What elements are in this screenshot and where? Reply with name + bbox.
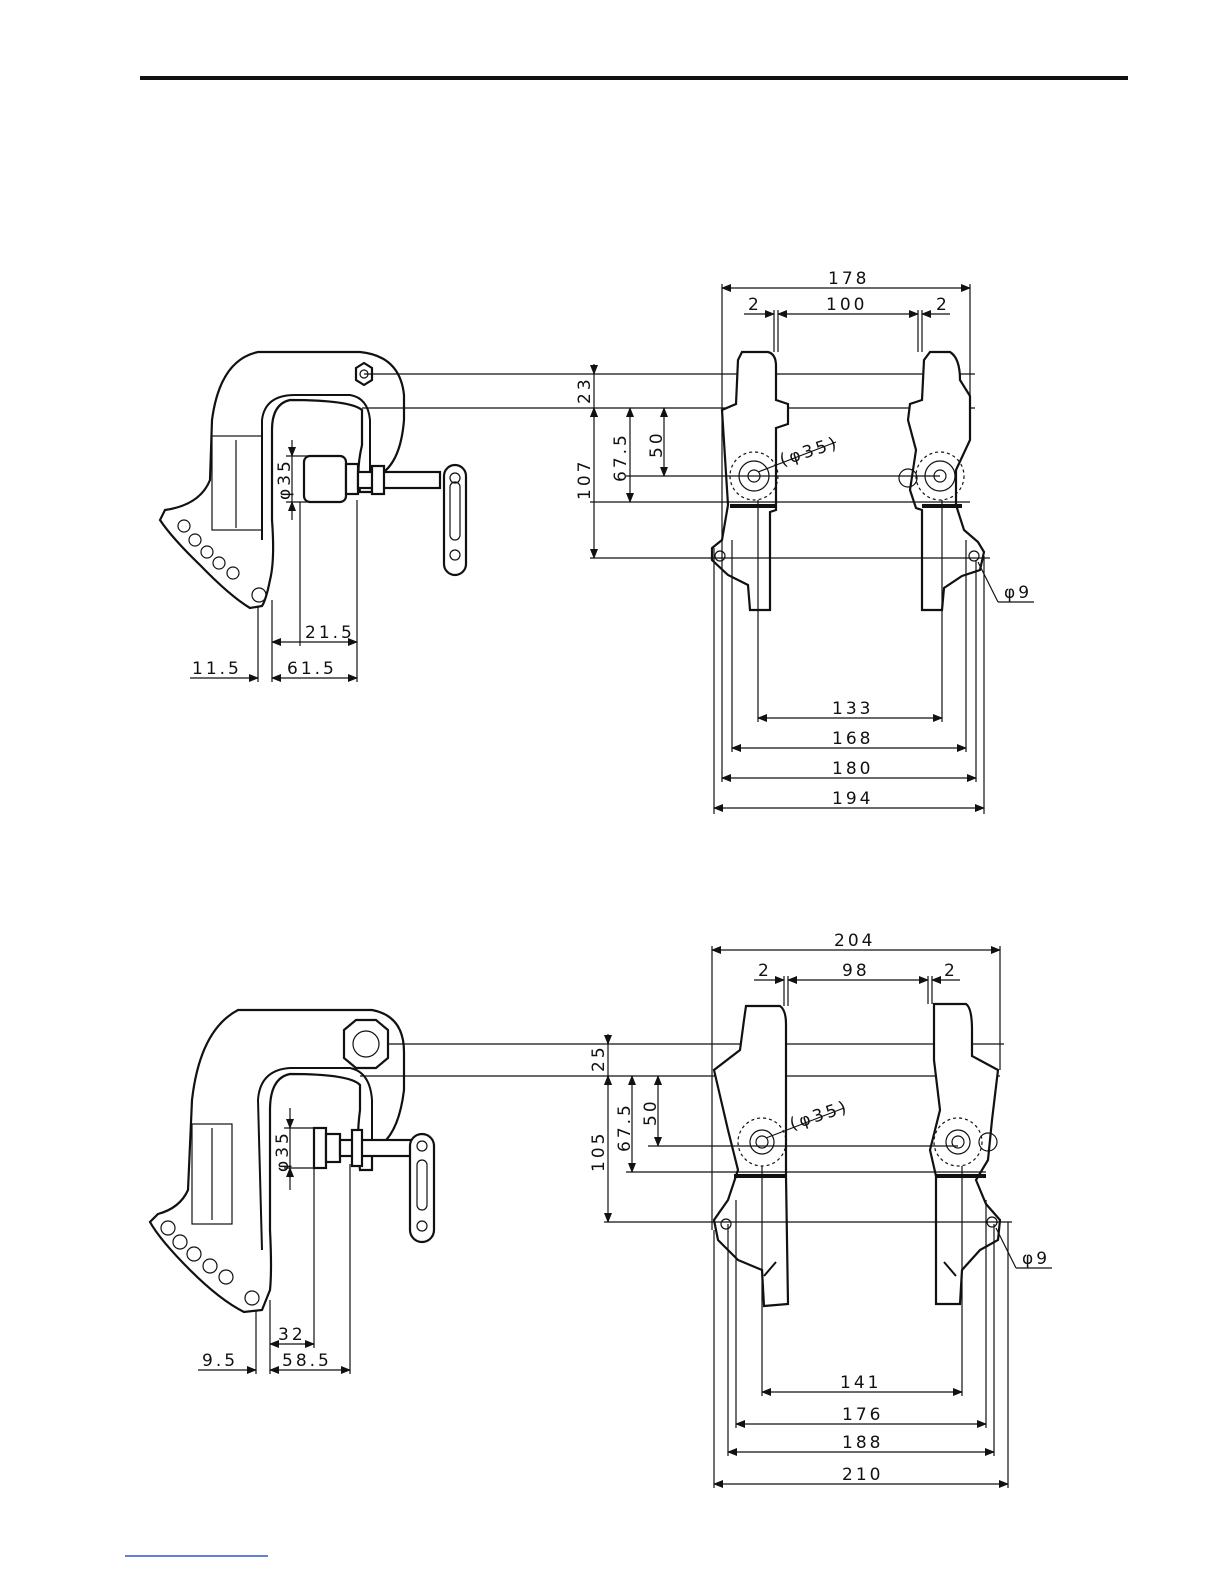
top-front-dim-2a: 2 [748, 295, 762, 315]
bottom-front-right-arm [930, 1004, 1000, 1304]
top-side-dim-21-5: 21.5 [305, 623, 355, 643]
top-front-dim-23: 23 [575, 376, 595, 404]
bottom-nut [344, 1020, 388, 1068]
bottom-front-dim-210: 210 [842, 1465, 883, 1485]
bottom-front-dim-188: 188 [842, 1433, 883, 1453]
bottom-lever-handle [410, 1134, 434, 1242]
top-front-dim-100: 100 [826, 295, 867, 315]
bottom-front-view: 204 2 98 2 25 105 67.5 50 (φ35) φ9 [589, 931, 1052, 1488]
top-front-dim-50: 50 [647, 430, 667, 458]
top-front-dim-194: 194 [832, 789, 873, 809]
top-front-right-arm [908, 352, 984, 610]
top-front-dim-2b: 2 [936, 295, 950, 315]
top-front-dim-67-5: 67.5 [611, 432, 631, 482]
bottom-front-dim-98: 98 [842, 961, 870, 981]
bottom-front-dim-2b: 2 [944, 961, 958, 981]
bottom-side-dim-9-5: 9.5 [202, 1351, 238, 1371]
bottom-front-dim-50: 50 [641, 1098, 661, 1126]
bottom-front-dim-25: 25 [589, 1044, 609, 1072]
top-front-dim-phi35-paren: (φ35) [777, 433, 841, 471]
top-front-dim-133: 133 [832, 699, 873, 719]
bottom-front-dim-67-5: 67.5 [615, 1102, 635, 1152]
top-side-dim-61-5: 61.5 [287, 659, 337, 679]
top-side-dim-phi35: φ35 [275, 458, 295, 500]
top-electrode [304, 456, 346, 502]
top-side-dim-11-5: 11.5 [192, 659, 242, 679]
bottom-front-left-arm [714, 1006, 788, 1306]
top-side-view: φ35 21.5 11.5 61.5 [160, 352, 466, 682]
bottom-front-dim-141: 141 [840, 1373, 881, 1393]
bottom-front-dim-176: 176 [842, 1405, 883, 1425]
bottom-front-dim-105: 105 [589, 1131, 609, 1172]
bottom-side-dim-58-5: 58.5 [282, 1351, 332, 1371]
bottom-side-dim-phi35: φ35 [273, 1130, 293, 1172]
bottom-front-dim-204: 204 [834, 931, 875, 951]
bottom-front-dim-phi35-paren: (φ35) [787, 1097, 851, 1135]
top-front-dim-168: 168 [832, 729, 873, 749]
bottom-side-view: φ35 32 9.5 58.5 [150, 1010, 434, 1374]
top-front-dim-178: 178 [828, 269, 869, 289]
top-front-dim-180: 180 [832, 759, 873, 779]
top-front-view: 178 2 100 2 23 107 67.5 50 (φ35) φ9 [575, 269, 1034, 814]
top-front-dim-107: 107 [575, 459, 595, 500]
bottom-front-dim-phi9: φ9 [1022, 1249, 1050, 1269]
bottom-front-dim-2a: 2 [758, 961, 772, 981]
bottom-electrode [314, 1128, 326, 1168]
top-front-dim-phi9: φ9 [1004, 583, 1032, 603]
bottom-side-dim-32: 32 [278, 1325, 306, 1345]
